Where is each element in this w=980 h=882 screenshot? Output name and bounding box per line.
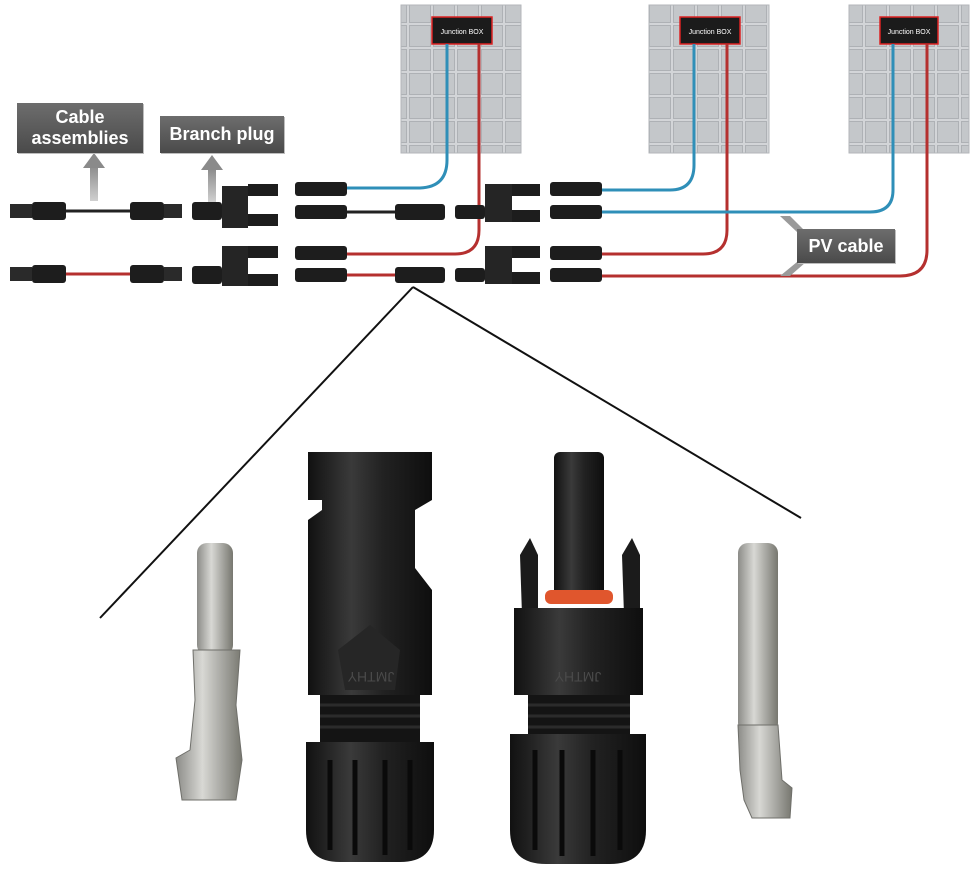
junction-box-3-label: Junction BOX <box>888 29 931 36</box>
label-cable-assemblies: Cable assemblies <box>17 103 143 153</box>
label-cable-assemblies-text: Cable assemblies <box>31 107 129 148</box>
junction-box-3 <box>879 16 939 45</box>
male-nut-ribs <box>532 750 623 856</box>
female-nut-ribs <box>327 760 413 855</box>
female-connector: JMTHY <box>306 452 434 862</box>
label-pv-cable-text: PV cable <box>808 236 884 256</box>
female-thread <box>320 703 420 729</box>
branch-plug-middle-lower <box>455 246 540 284</box>
male-brand-mark: JMTHY <box>554 669 601 685</box>
panel-wires <box>345 44 929 278</box>
solar-panel-1: Junction BOX <box>400 4 522 154</box>
arrow-branch-plug <box>201 155 223 202</box>
arrow-pv-cable <box>780 216 806 276</box>
cable-assembly-black <box>10 202 182 220</box>
connector-group-panel-2 <box>550 182 602 282</box>
metal-pin-right <box>737 543 793 819</box>
arrow-cable-assemblies <box>83 153 105 201</box>
junction-box-2 <box>679 16 741 45</box>
branch-plug-upper <box>192 184 278 228</box>
zoom-callout-lines <box>99 286 802 619</box>
junction-box-1 <box>431 16 493 45</box>
metal-pin-left <box>175 543 243 801</box>
label-branch-plug: Branch plug <box>160 116 284 153</box>
male-connector: JMTHY <box>510 452 646 864</box>
branch-plug-lower <box>192 246 278 286</box>
seal-ring <box>545 590 613 604</box>
junction-box-1-label: Junction BOX <box>441 29 484 36</box>
solar-panel-2: Junction BOX <box>648 4 770 154</box>
branch-plug-middle-upper <box>455 184 540 222</box>
junction-box-2-label: Junction BOX <box>689 29 732 36</box>
cable-assembly-red <box>10 265 182 283</box>
label-pv-cable: PV cable <box>797 229 895 263</box>
male-thread <box>528 703 630 729</box>
female-brand-mark: JMTHY <box>347 669 394 685</box>
solar-panel-3: Junction BOX <box>848 4 970 154</box>
label-branch-plug-text: Branch plug <box>169 124 275 144</box>
connector-group-panel-1 <box>295 182 445 283</box>
